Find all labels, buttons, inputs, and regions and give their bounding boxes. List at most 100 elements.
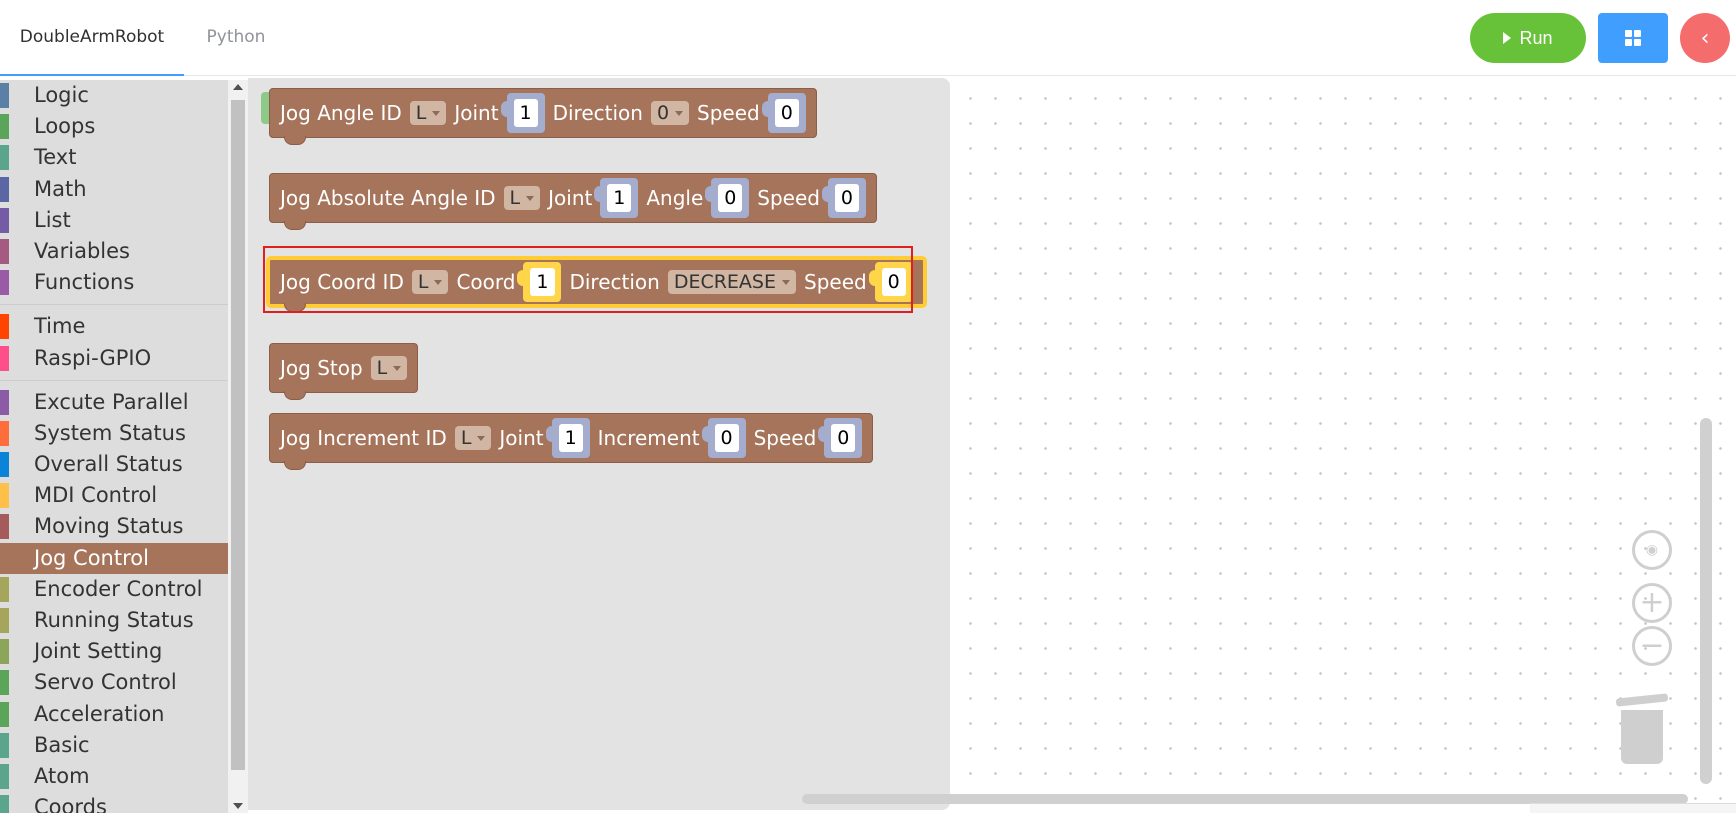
category-separator [0, 304, 228, 306]
category-coords[interactable]: Coords [0, 792, 228, 813]
block-title: Jog Angle ID [280, 101, 402, 125]
block-title: Jog Coord ID [280, 270, 404, 294]
coord-input[interactable]: 1 [517, 262, 562, 302]
direction-dropdown[interactable]: 0 [650, 101, 690, 125]
id-dropdown[interactable]: L [409, 101, 447, 125]
category-acceleration[interactable]: Acceleration [0, 699, 228, 730]
jog-stop-block[interactable]: Jog Stop L [269, 343, 419, 400]
speed-label: Speed [804, 270, 867, 294]
dropdown-arrow-icon [675, 110, 684, 116]
category-label: Math [34, 176, 87, 201]
category-label: Coords [34, 795, 107, 813]
category-atom[interactable]: Atom [0, 761, 228, 792]
category-variables[interactable]: Variables [0, 236, 228, 267]
toolbox-scroll-thumb[interactable] [231, 100, 245, 770]
speed-input[interactable]: 0 [821, 178, 866, 218]
jog-coord-block[interactable]: Jog Coord ID L Coord 1 Direction DECREAS… [267, 257, 926, 312]
chevron-left-icon: ‹ [1700, 25, 1710, 51]
speed-label: Speed [697, 101, 760, 125]
category-label: Joint Setting [34, 639, 163, 664]
category-label: Overall Status [34, 452, 183, 477]
speed-input[interactable]: 0 [818, 418, 863, 458]
category-color-marker [0, 701, 9, 727]
id-dropdown[interactable]: L [370, 356, 408, 380]
category-label: Time [34, 314, 86, 339]
category-math[interactable]: Math [0, 174, 228, 205]
jog-angle-block[interactable]: Jog Angle ID L Joint 1 Direction 0 Speed… [269, 88, 817, 145]
jog-absolute-angle-block[interactable]: Jog Absolute Angle ID L Joint 1 Angle 0 … [269, 173, 877, 230]
category-color-marker [0, 483, 9, 509]
category-moving-status[interactable]: Moving Status [0, 511, 228, 542]
dropdown-arrow-icon [526, 195, 535, 201]
run-label: Run [1519, 27, 1553, 48]
category-system-status[interactable]: System Status [0, 418, 228, 449]
plus-icon[interactable]: + [1632, 583, 1672, 623]
workspace-vertical-scrollbar[interactable] [1700, 418, 1712, 784]
category-overall-status[interactable]: Overall Status [0, 449, 228, 480]
direction-dropdown[interactable]: DECREASE [667, 270, 796, 294]
minus-icon[interactable]: − [1632, 626, 1672, 666]
category-color-marker [0, 576, 9, 602]
direction-label: Direction [552, 101, 643, 125]
speed-input[interactable]: 0 [868, 262, 913, 302]
dropdown-arrow-icon [477, 435, 486, 441]
category-encoder-control[interactable]: Encoder Control [0, 574, 228, 605]
scroll-up-icon[interactable] [233, 84, 243, 90]
category-color-marker [0, 389, 9, 415]
tab-python[interactable]: Python [206, 27, 266, 47]
angle-input[interactable]: 0 [705, 178, 750, 218]
category-logic[interactable]: Logic [0, 80, 228, 111]
increment-input[interactable]: 0 [701, 418, 746, 458]
tab-doublearmrobot[interactable]: DoubleArmRobot [0, 0, 184, 76]
speed-input[interactable]: 0 [761, 93, 806, 133]
trash-icon[interactable] [1615, 693, 1669, 766]
joint-input[interactable]: 1 [500, 93, 545, 133]
scroll-down-icon[interactable] [233, 803, 243, 809]
target-icon[interactable]: ◉ [1632, 530, 1672, 570]
jog-increment-block[interactable]: Jog Increment ID L Joint 1 Increment 0 S… [269, 413, 874, 470]
category-label: Variables [34, 238, 130, 263]
grid-button[interactable] [1598, 13, 1668, 63]
category-raspi-gpio[interactable]: Raspi-GPIO [0, 343, 228, 374]
category-color-marker [0, 83, 9, 108]
run-button[interactable]: Run [1470, 13, 1586, 63]
category-color-marker [0, 795, 9, 813]
category-excute-parallel[interactable]: Excute Parallel [0, 387, 228, 418]
category-color-marker [0, 238, 9, 264]
id-dropdown[interactable]: L [503, 186, 541, 210]
category-color-marker [0, 345, 9, 371]
category-basic[interactable]: Basic [0, 730, 228, 761]
category-joint-setting[interactable]: Joint Setting [0, 636, 228, 667]
category-text[interactable]: Text [0, 142, 228, 173]
category-label: Raspi-GPIO [34, 345, 152, 370]
category-time[interactable]: Time [0, 311, 228, 342]
id-dropdown[interactable]: L [411, 270, 449, 294]
category-label: Moving Status [34, 514, 184, 539]
workspace-horizontal-scrollbar[interactable] [802, 794, 1688, 804]
category-label: List [34, 207, 71, 232]
category-functions[interactable]: Functions [0, 267, 228, 298]
toolbox-scrollbar[interactable] [228, 80, 248, 813]
block-title: Jog Absolute Angle ID [280, 186, 496, 210]
category-servo-control[interactable]: Servo Control [0, 667, 228, 698]
category-label: Atom [34, 763, 90, 788]
category-label: System Status [34, 420, 186, 445]
id-dropdown[interactable]: L [454, 426, 492, 450]
joint-input[interactable]: 1 [594, 178, 639, 218]
back-button[interactable]: ‹ [1680, 13, 1730, 63]
dropdown-arrow-icon [434, 279, 443, 285]
category-running-status[interactable]: Running Status [0, 605, 228, 636]
category-label: Servo Control [34, 670, 177, 695]
category-mdi-control[interactable]: MDI Control [0, 480, 228, 511]
header: DoubleArmRobot Python Run ‹ [0, 0, 1736, 76]
category-label: Acceleration [34, 701, 165, 726]
category-label: Basic [34, 732, 90, 757]
category-list[interactable]: List [0, 205, 228, 236]
joint-input[interactable]: 1 [545, 418, 590, 458]
joint-label: Joint [499, 426, 544, 450]
category-color-marker [0, 639, 9, 665]
category-jog-control[interactable]: Jog Control [0, 542, 228, 574]
category-loops[interactable]: Loops [0, 111, 228, 142]
category-label: Functions [34, 270, 135, 295]
